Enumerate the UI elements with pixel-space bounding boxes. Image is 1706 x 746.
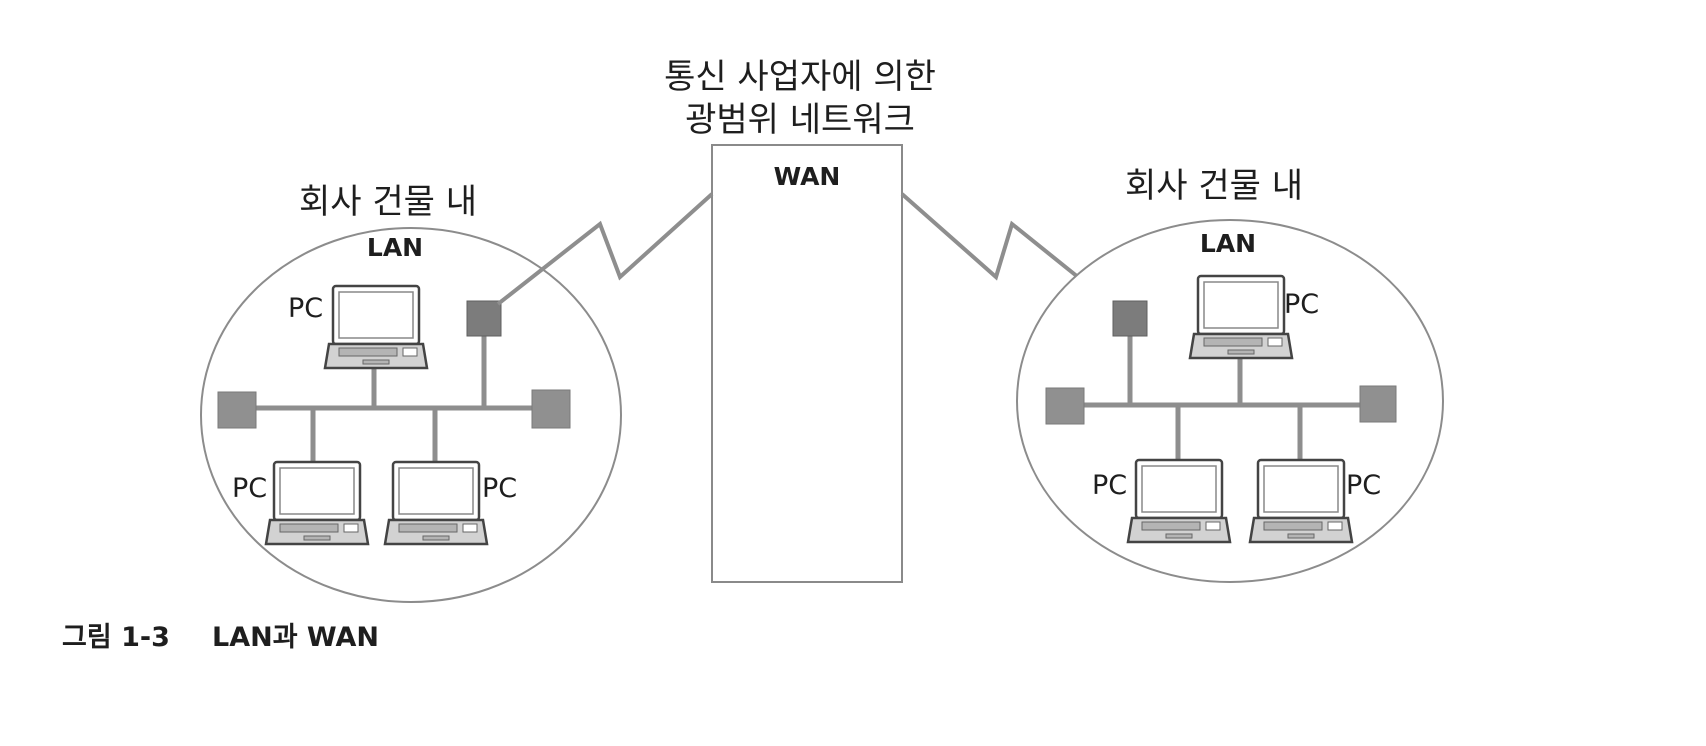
- right-pc-bottom-2-label: PC: [1346, 470, 1381, 501]
- left-site: 회사 건물 내 LAN PC PC PC: [200, 182, 622, 603]
- wan-label: WAN: [774, 162, 841, 191]
- wan-area: 통신 사업자에 의한 광범위 네트워크 WAN: [664, 57, 936, 583]
- right-pc-bottom-1-laptop-icon: [1126, 458, 1232, 544]
- wan-caption-line1: 통신 사업자에 의한: [664, 57, 936, 97]
- right-site: 회사 건물 내 LAN PC PC PC: [1016, 166, 1444, 583]
- left-site-caption: 회사 건물 내: [299, 182, 477, 222]
- right-pc-bottom-2-laptop-icon: [1248, 458, 1354, 544]
- left-router: [466, 300, 502, 337]
- figure-title: LAN과 WAN: [212, 622, 379, 653]
- left-lan-label: LAN: [367, 233, 423, 262]
- right-site-caption: 회사 건물 내: [1125, 166, 1303, 206]
- left-pc-bottom-1-label: PC: [232, 473, 267, 504]
- left-node-east: [531, 389, 571, 429]
- left-pc-bottom-1-laptop-icon: [264, 460, 370, 546]
- right-pc-top-label: PC: [1284, 289, 1319, 320]
- left-pc-top-laptop-icon: [323, 284, 429, 370]
- left-pc-top-label: PC: [288, 293, 323, 324]
- right-lan-label: LAN: [1200, 229, 1256, 258]
- figure-number: 그림 1-3: [62, 622, 170, 653]
- right-node-east: [1359, 385, 1397, 423]
- left-wan-link: [496, 192, 714, 306]
- right-wan-link: [900, 192, 1116, 308]
- right-node-west: [1045, 387, 1085, 425]
- left-pc-bottom-2-label: PC: [482, 473, 517, 504]
- wan-box: [711, 144, 903, 583]
- wan-caption-line2: 광범위 네트워크: [685, 100, 915, 140]
- right-router: [1112, 300, 1148, 337]
- left-node-west: [217, 391, 257, 429]
- left-pc-bottom-2-laptop-icon: [383, 460, 489, 546]
- right-pc-top-laptop-icon: [1188, 274, 1294, 360]
- right-pc-bottom-1-label: PC: [1092, 470, 1127, 501]
